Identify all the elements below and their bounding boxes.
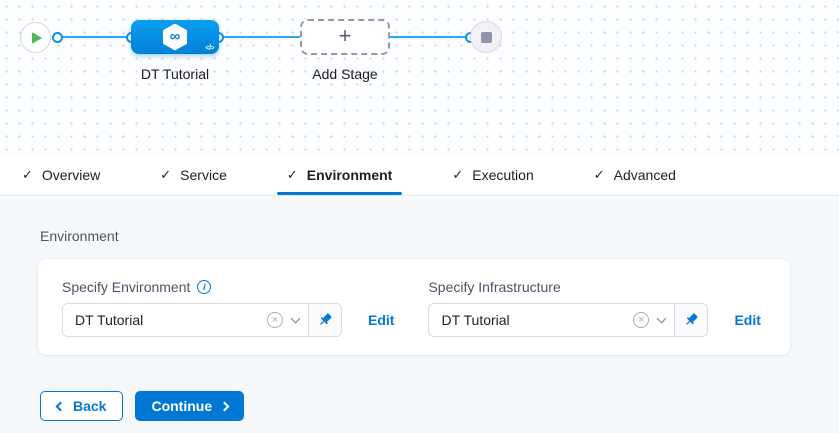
pin-button[interactable] <box>308 304 341 336</box>
check-icon: ✓ <box>22 167 33 182</box>
info-icon[interactable]: i <box>197 280 212 294</box>
field-label-text: Specify Environment <box>62 279 191 295</box>
tab-overview[interactable]: ✓ Overview <box>10 155 112 195</box>
environment-field: Specify Environment i DT Tutorial × <box>62 279 394 337</box>
edit-infrastructure-link[interactable]: Edit <box>734 312 761 328</box>
tab-execution[interactable]: ✓ Execution <box>440 155 545 195</box>
continue-button-label: Continue <box>151 398 213 414</box>
infrastructure-select[interactable]: DT Tutorial × <box>429 304 674 336</box>
environment-select-group: DT Tutorial × <box>62 303 342 337</box>
play-icon <box>32 31 42 44</box>
environment-card: Specify Environment i DT Tutorial × <box>38 259 790 355</box>
stage-node-label: DT Tutorial <box>140 66 210 82</box>
add-stage-button[interactable]: + <box>300 19 390 55</box>
chevron-left-icon <box>55 401 66 411</box>
check-icon: ✓ <box>160 167 172 182</box>
edit-environment-link[interactable]: Edit <box>368 312 395 328</box>
check-icon: ✓ <box>593 167 605 182</box>
tab-service[interactable]: ✓ Service <box>148 155 239 195</box>
clear-icon[interactable]: × <box>633 312 650 328</box>
environment-select-value: DT Tutorial <box>75 312 144 328</box>
continue-button[interactable]: Continue <box>135 391 245 421</box>
pin-button[interactable] <box>674 304 708 336</box>
tab-advanced[interactable]: ✓ Advanced <box>582 155 688 195</box>
tab-environment[interactable]: ✓ Environment <box>275 155 404 195</box>
add-stage-label: Add Stage <box>312 66 378 82</box>
infrastructure-select-group: DT Tutorial × <box>428 303 709 337</box>
harness-cd-icon: ∞ <box>163 23 187 51</box>
pipeline-canvas[interactable]: ∞ </> DT Tutorial + Add Stage <box>0 0 839 155</box>
check-icon: ✓ <box>286 167 298 182</box>
tab-label: Execution <box>472 167 534 183</box>
infrastructure-select-value: DT Tutorial <box>441 312 510 328</box>
stage-tabs: ✓ Overview ✓ Service ✓ Environment ✓ Exe… <box>0 155 839 196</box>
back-button-label: Back <box>73 398 107 414</box>
environment-select[interactable]: DT Tutorial × <box>63 304 308 336</box>
infrastructure-field-label: Specify Infrastructure <box>428 279 760 295</box>
tab-label: Environment <box>306 167 393 183</box>
environment-tab-panel: Environment Specify Environment i DT Tut… <box>0 196 839 433</box>
connector-port-icon[interactable] <box>52 32 63 43</box>
pipeline-end-node[interactable] <box>470 21 502 53</box>
chevron-right-icon <box>219 401 230 411</box>
tab-label: Service <box>180 167 227 183</box>
code-icon: </> <box>205 45 214 52</box>
environment-field-label: Specify Environment i <box>62 279 394 295</box>
chevron-down-icon[interactable] <box>657 313 667 324</box>
back-button[interactable]: Back <box>40 391 124 421</box>
chevron-down-icon[interactable] <box>290 313 301 324</box>
section-title: Environment <box>40 228 119 244</box>
stage-node-dt-tutorial[interactable]: ∞ </> <box>131 20 219 54</box>
wizard-actions: Back Continue <box>40 391 839 421</box>
tab-label: Overview <box>41 167 101 183</box>
plus-icon: + <box>338 23 352 48</box>
stop-icon <box>480 31 492 43</box>
pin-icon <box>320 313 332 325</box>
infrastructure-field: Specify Infrastructure DT Tutorial × <box>428 279 761 337</box>
pipeline-start-node[interactable] <box>20 22 51 53</box>
clear-icon[interactable]: × <box>267 312 283 328</box>
pin-icon <box>686 313 698 325</box>
check-icon: ✓ <box>452 167 464 182</box>
field-label-text: Specify Infrastructure <box>428 279 561 295</box>
tab-label: Advanced <box>613 167 676 183</box>
pipeline-connector-line <box>57 36 486 38</box>
